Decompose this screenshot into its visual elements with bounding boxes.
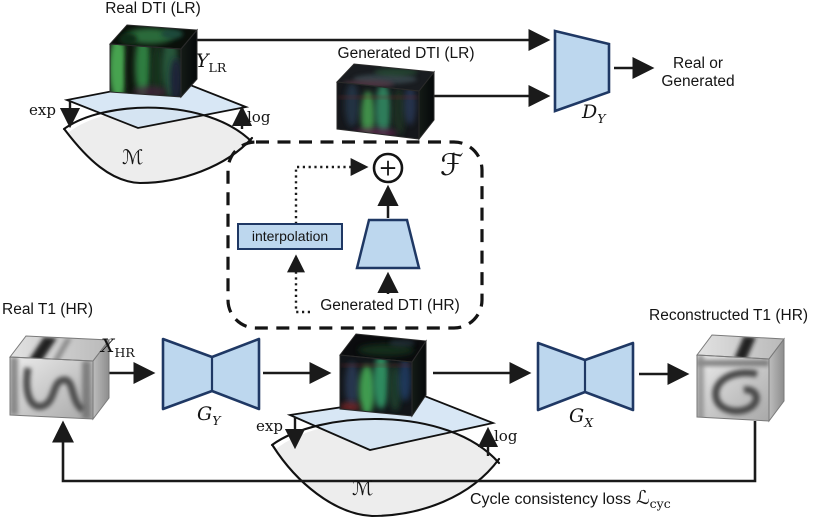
manifold-label-top: ℳ <box>122 145 144 169</box>
y-lr-label: YLR <box>196 50 227 75</box>
generator-gx-shape <box>536 341 635 412</box>
manifold-bottom <box>276 420 497 516</box>
fusion-module-box <box>226 140 484 330</box>
sum-icon: + <box>372 152 404 184</box>
manifold-top-left <box>68 109 250 183</box>
dotted-path-to-sum <box>294 158 369 224</box>
interpolation-label: interpolation <box>251 228 329 244</box>
gy-label: GY <box>197 403 221 428</box>
generated-dti-hr-cube <box>339 333 427 418</box>
dy-label: DY <box>582 101 606 126</box>
real-t1-hr-cube <box>9 335 110 421</box>
discriminator-dy-shape <box>553 29 611 113</box>
reconstructed-t1-hr-cube <box>696 334 785 423</box>
gx-label: GX <box>569 405 594 430</box>
log-label-bottom: log <box>494 427 518 445</box>
exp-label-bottom: exp <box>256 417 283 435</box>
exp-label-top: exp <box>29 101 56 119</box>
generated-dti-lr-label: Generated DTI (LR) <box>337 45 475 62</box>
flow-arrows <box>51 28 757 483</box>
cycle-consistency-arrow <box>51 420 757 483</box>
discriminator-output-label: Real or Generated <box>661 55 735 90</box>
exp-log-arrows <box>59 101 499 456</box>
generated-dti-lr-cube <box>335 63 435 141</box>
manifold-top-left-edges <box>62 106 254 185</box>
upsample-trapezoid <box>355 218 421 270</box>
real-t1-hr-label: Real T1 (HR) <box>2 301 94 318</box>
reconstructed-t1-hr-label: Reconstructed T1 (HR) <box>649 307 809 324</box>
fusion-module-label: ℱ <box>440 148 464 183</box>
interpolation-box <box>237 223 343 250</box>
real-dti-lr-cube <box>108 24 199 99</box>
svg-text:+: + <box>378 156 397 182</box>
generator-gy-shape <box>161 337 261 411</box>
manifold-label-bottom: ℳ <box>352 476 374 500</box>
real-dti-lr-label: Real DTI (LR) <box>105 0 201 17</box>
x-hr-label: XHR <box>101 335 135 360</box>
fusion-dotted-paths <box>287 158 369 314</box>
log-label-top: log <box>247 108 271 126</box>
generated-dti-hr-label: Generated DTI (HR) <box>320 297 460 314</box>
